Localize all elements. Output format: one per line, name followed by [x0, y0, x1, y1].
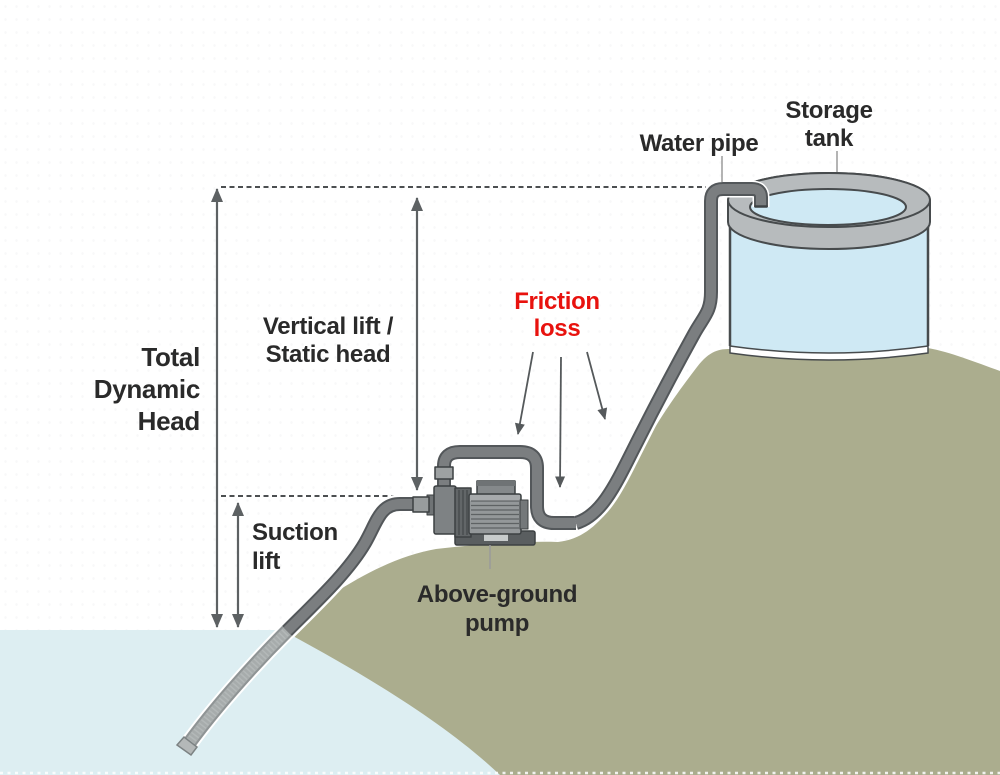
friction-arrow-right [586, 351, 608, 420]
tank-water-surface [749, 188, 907, 226]
storage-tank [727, 172, 931, 361]
hill-water-pipe [572, 246, 721, 533]
storage-tank-label: Storage tank [785, 97, 873, 152]
friction-arrow-middle [555, 356, 566, 488]
pump-end-bell [519, 499, 529, 530]
hillside [282, 348, 1000, 775]
discharge-loop-pipe [434, 442, 576, 533]
measurement-arrows [211, 188, 423, 628]
suction-pipe-inlet-cap [175, 735, 199, 757]
water-pipe-label: Water pipe [639, 130, 759, 157]
suction-pipe-underwater [175, 624, 294, 757]
above-ground-pump [412, 466, 536, 546]
vertical-lift-label: Vertical lift / Static head [262, 313, 394, 368]
suction-pipe [280, 494, 438, 638]
pump-base-slot [484, 534, 508, 541]
above-ground-pump-label: Above-ground pump [416, 581, 578, 637]
suction-lift-label: Suction lift [252, 519, 338, 575]
tank-bottom-strip [729, 345, 929, 361]
friction-loss-arrows [514, 351, 608, 488]
discharge-pipe-coupling [434, 466, 454, 480]
label-connectors [489, 151, 838, 569]
pump-housing [433, 485, 457, 535]
tank-inlet-pipe [702, 180, 770, 246]
total-dynamic-head-label: Total Dynamic Head [93, 342, 201, 436]
suction-pipe-coupling [412, 496, 430, 513]
friction-loss-label: Friction loss [514, 288, 600, 342]
friction-arrow-left [514, 351, 534, 435]
